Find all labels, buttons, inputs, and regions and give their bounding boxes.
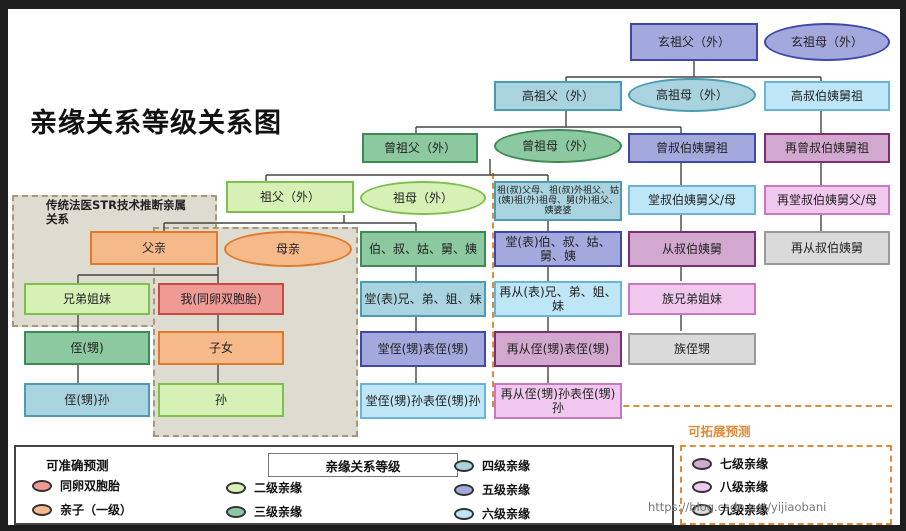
legend-item-second: 二级亲缘 (226, 479, 302, 496)
node-tangbiao: 堂(表)伯、叔、姑、舅、姨 (494, 231, 622, 267)
node-tangxiong: 堂(表)兄、弟、姐、妹 (360, 281, 486, 317)
legend-swatch (226, 505, 246, 518)
legend-item-twin: 同卵双胞胎 (32, 477, 120, 494)
legend-label: 二级亲缘 (254, 481, 303, 495)
legend-swatch (454, 483, 474, 496)
node-zengshubo: 曾叔伯姨舅祖 (628, 133, 756, 163)
legend-swatch (32, 479, 52, 492)
node-zaicongzhisun: 再从侄(甥)孙表侄(甥)孙 (494, 383, 622, 419)
node-xuanzumu: 玄祖母（外） (764, 23, 890, 61)
legend-swatch (692, 457, 712, 470)
watermark: https://blog.csdn.net/yijiaobani (648, 500, 827, 514)
node-zaicongzhi: 再从侄(甥)表侄(甥) (494, 331, 622, 367)
connector-lines (77, 61, 822, 383)
node-tangshubo: 堂叔伯姨舅父/母 (628, 185, 756, 215)
legend-accurate-title: 可准确预测 (46, 458, 109, 473)
node-muqin: 母亲 (224, 231, 352, 267)
legend-label: 同卵双胞胎 (60, 479, 121, 493)
node-gaozufu: 高祖父（外） (494, 81, 622, 111)
legend-item-ninth: 九级亲缘 (692, 501, 768, 518)
legend-label: 八级亲缘 (720, 480, 769, 494)
diagram-canvas: 亲缘关系等级关系图 传统法医STR技术推断亲属关系 玄祖父（外） 玄祖母（外） … (8, 9, 900, 525)
extended-legend-panel: 七级亲缘 八级亲缘 九级亲缘 (680, 445, 892, 525)
node-zufu: 祖父（外） (226, 181, 354, 213)
legend-label: 九级亲缘 (720, 503, 769, 517)
legend-label: 四级亲缘 (482, 459, 531, 473)
legend-item-fourth: 四级亲缘 (454, 457, 530, 474)
node-fuqin: 父亲 (90, 231, 218, 265)
node-zaizengshubo: 再曾叔伯姨舅祖 (764, 133, 890, 163)
legend-label: 三级亲缘 (254, 505, 303, 519)
legend-swatch (32, 503, 52, 516)
node-gaoshubo: 高叔伯姨舅祖 (764, 81, 890, 111)
legend-header: 亲缘关系等级 (268, 453, 458, 477)
node-gaozumu: 高祖母（外） (628, 78, 756, 112)
legend-item-third: 三级亲缘 (226, 503, 302, 520)
node-tangzhisun: 堂侄(甥)孙表侄(甥)孙 (360, 383, 486, 419)
node-wo: 我(同卵双胞胎) (158, 283, 284, 315)
legend-swatch (692, 503, 712, 516)
legend-item-eighth: 八级亲缘 (692, 478, 768, 495)
str-region-label: 传统法医STR技术推断亲属关系 (46, 198, 186, 226)
node-zengzumu: 曾祖母（外） (494, 129, 622, 163)
node-zhi: 侄(甥) (24, 331, 150, 365)
legend-item-fifth: 五级亲缘 (454, 481, 530, 498)
legend-label: 七级亲缘 (720, 457, 769, 471)
extended-legend-title: 可拓展预测 (688, 424, 751, 439)
node-sun: 孙 (158, 383, 284, 417)
legend-item-first: 亲子（一级） (32, 501, 132, 518)
legend-swatch (226, 481, 246, 494)
legend-label: 五级亲缘 (482, 483, 531, 497)
node-zaicongxiong: 再从(表)兄、弟、姐、妹 (494, 281, 622, 317)
legend-swatch (692, 480, 712, 493)
legend-item-sixth: 六级亲缘 (454, 505, 530, 522)
node-zuzhi: 族侄甥 (628, 333, 756, 365)
extended-region (492, 173, 892, 407)
node-xiongdi: 兄弟姐妹 (24, 283, 150, 315)
node-xuanzufu: 玄祖父（外） (630, 23, 758, 61)
node-zumu: 祖母（外） (360, 181, 486, 215)
node-zhisun: 侄(甥)孙 (24, 383, 150, 417)
node-zengzufu: 曾祖父（外） (362, 133, 478, 163)
node-zaicongshubo: 再从叔伯姨舅 (764, 231, 890, 265)
legend-label: 六级亲缘 (482, 507, 531, 521)
legend-label: 亲子（一级） (60, 503, 133, 517)
node-zinv: 子女 (158, 331, 284, 365)
node-zugu: 祖(叔)父母、祖(叔)外祖父、姑(姨)祖(外)祖母、舅(外)祖父、姨婆婆 (494, 181, 622, 221)
node-boshu: 伯、叔、姑、舅、姨 (360, 231, 486, 267)
legend-swatch (454, 459, 474, 472)
node-tangzhi: 堂侄(甥)表侄(甥) (360, 331, 486, 367)
node-zuxiong: 族兄弟姐妹 (628, 283, 756, 315)
node-congshubo: 从叔伯姨舅 (628, 231, 756, 267)
legend-panel: 可准确预测 亲缘关系等级 同卵双胞胎 亲子（一级） 二级亲缘 三级亲缘 四级亲缘… (14, 445, 674, 525)
legend-item-seventh: 七级亲缘 (692, 455, 768, 472)
node-zaitangshubo: 再堂叔伯姨舅父/母 (764, 185, 890, 215)
legend-swatch (454, 507, 474, 520)
diagram-title: 亲缘关系等级关系图 (30, 108, 282, 139)
